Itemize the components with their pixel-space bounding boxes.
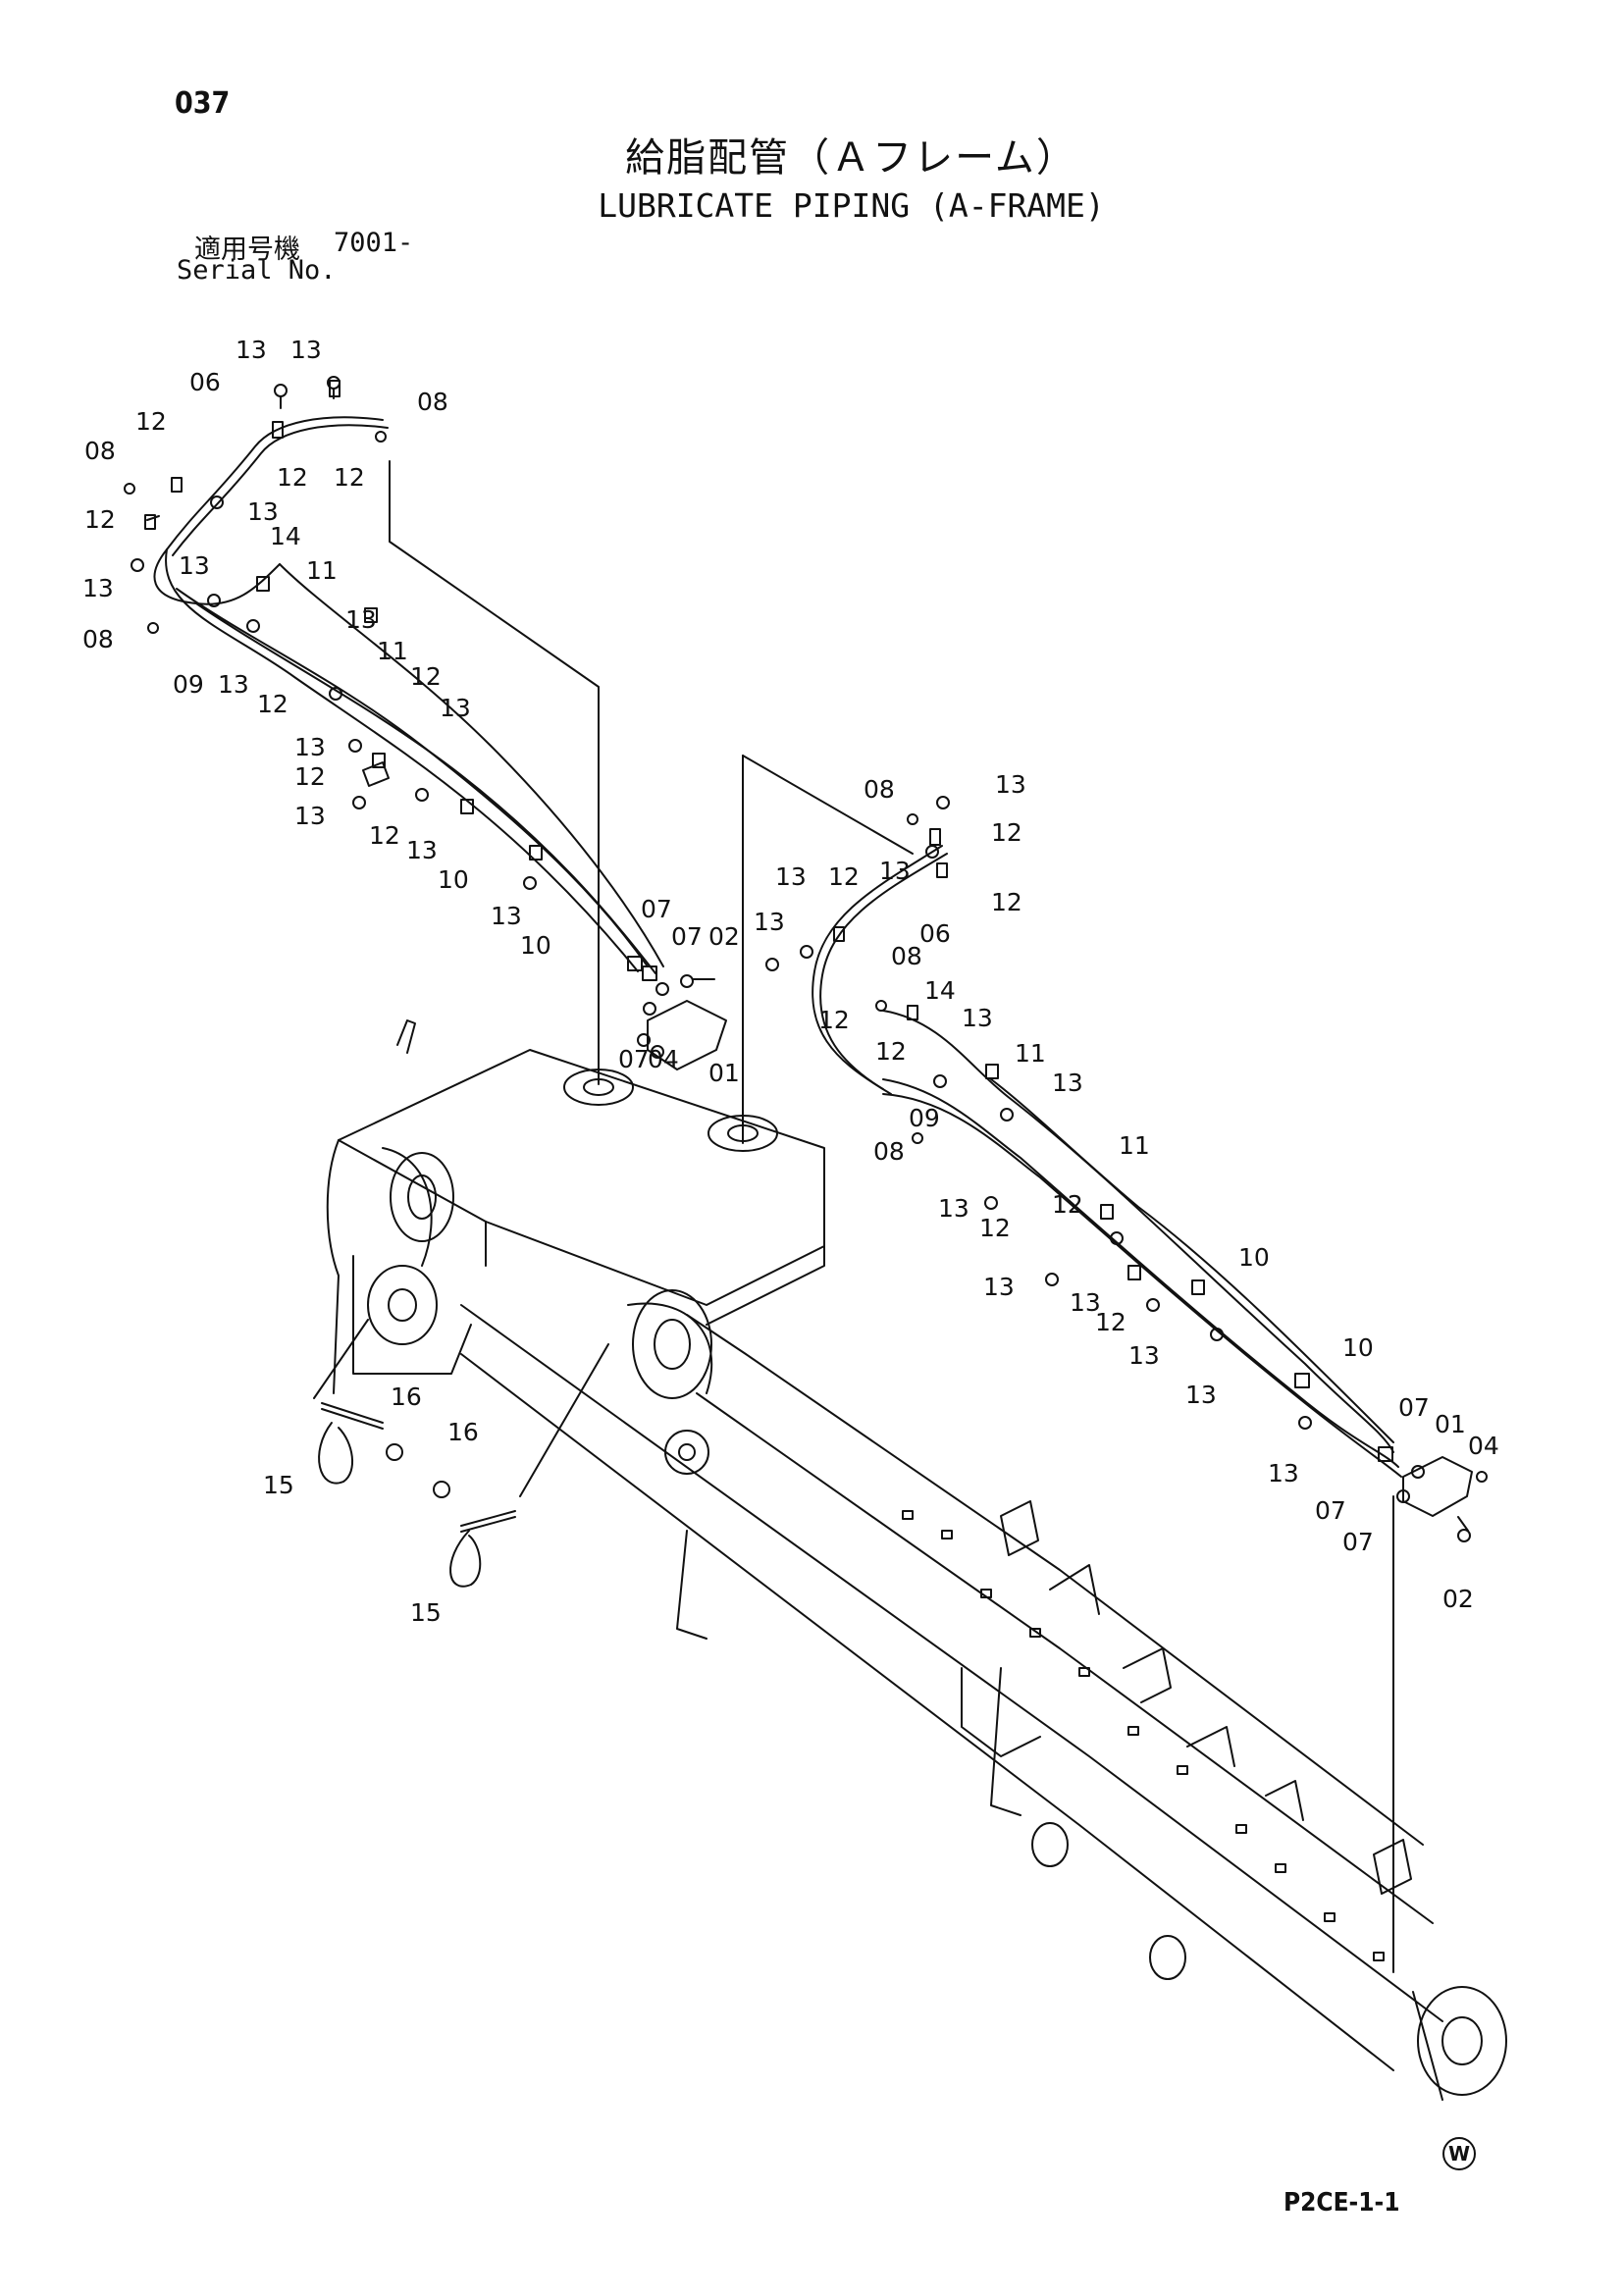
svg-text:02: 02 xyxy=(1442,1585,1474,1613)
svg-text:12: 12 xyxy=(991,888,1022,916)
svg-text:12: 12 xyxy=(875,1037,907,1066)
svg-text:01: 01 xyxy=(708,1059,740,1087)
svg-text:07: 07 xyxy=(641,895,672,923)
serial-label-english: Serial No. xyxy=(177,255,337,286)
svg-text:13: 13 xyxy=(1185,1381,1217,1409)
svg-text:13: 13 xyxy=(294,802,326,830)
serial-label-japanese: 適用号機 xyxy=(194,235,300,265)
svg-text:08: 08 xyxy=(82,625,114,653)
svg-text:14: 14 xyxy=(270,522,301,550)
svg-text:07: 07 xyxy=(1315,1496,1346,1525)
svg-text:13: 13 xyxy=(294,733,326,761)
pin-parts xyxy=(318,1402,516,1588)
svg-text:01: 01 xyxy=(1435,1410,1466,1438)
svg-text:12: 12 xyxy=(410,662,442,691)
svg-text:08: 08 xyxy=(864,775,895,804)
svg-text:12: 12 xyxy=(979,1214,1011,1242)
svg-text:13: 13 xyxy=(236,336,267,364)
svg-text:07: 07 xyxy=(618,1045,650,1073)
svg-text:13: 13 xyxy=(179,551,210,580)
svg-text:10: 10 xyxy=(520,931,551,960)
svg-text:10: 10 xyxy=(1238,1243,1270,1272)
svg-text:13: 13 xyxy=(247,497,279,526)
svg-text:12: 12 xyxy=(828,862,860,891)
svg-text:13: 13 xyxy=(962,1004,993,1032)
svg-text:10: 10 xyxy=(438,865,469,894)
svg-text:14: 14 xyxy=(924,976,956,1005)
svg-text:12: 12 xyxy=(369,821,400,850)
svg-text:13: 13 xyxy=(1070,1288,1101,1317)
svg-text:08: 08 xyxy=(891,942,922,970)
svg-text:11: 11 xyxy=(377,637,408,665)
svg-text:13: 13 xyxy=(82,574,114,602)
svg-text:13: 13 xyxy=(345,605,377,634)
svg-text:06: 06 xyxy=(189,368,221,396)
svg-text:15: 15 xyxy=(263,1471,294,1499)
svg-text:13: 13 xyxy=(1268,1459,1299,1487)
svg-text:13: 13 xyxy=(938,1194,969,1223)
svg-text:16: 16 xyxy=(447,1418,479,1446)
svg-text:10: 10 xyxy=(1342,1333,1374,1362)
svg-text:13: 13 xyxy=(983,1273,1015,1301)
svg-text:11: 11 xyxy=(306,556,338,585)
drawing-code: P2CE-1-1 xyxy=(1283,2188,1400,2218)
svg-text:09: 09 xyxy=(909,1104,940,1132)
svg-text:11: 11 xyxy=(1119,1131,1150,1160)
svg-text:16: 16 xyxy=(391,1383,422,1411)
page-number: 037 xyxy=(175,86,231,121)
a-frame-structure xyxy=(313,1019,1507,2101)
svg-text:13: 13 xyxy=(754,908,785,936)
svg-text:13: 13 xyxy=(491,902,522,930)
svg-text:12: 12 xyxy=(1095,1308,1126,1336)
svg-text:12: 12 xyxy=(991,818,1022,847)
svg-text:13: 13 xyxy=(995,770,1026,799)
svg-text:12: 12 xyxy=(84,505,116,534)
svg-text:12: 12 xyxy=(257,690,288,718)
svg-text:13: 13 xyxy=(1052,1069,1083,1097)
svg-text:13: 13 xyxy=(290,336,322,364)
svg-text:13: 13 xyxy=(406,836,438,864)
svg-text:08: 08 xyxy=(84,437,116,465)
svg-text:02: 02 xyxy=(708,922,740,951)
svg-text:13: 13 xyxy=(440,694,471,722)
svg-text:13: 13 xyxy=(879,857,911,885)
page-title-japanese: 給脂配管（Ａフレーム） xyxy=(625,135,1077,181)
svg-text:07: 07 xyxy=(1342,1528,1374,1556)
svg-text:12: 12 xyxy=(277,463,308,492)
svg-text:06: 06 xyxy=(919,919,951,948)
svg-text:04: 04 xyxy=(1468,1432,1499,1460)
right-piping-assembly xyxy=(765,796,1488,1542)
svg-text:11: 11 xyxy=(1015,1039,1046,1068)
page-title-english: LUBRICATE PIPING (A-FRAME) xyxy=(598,186,1105,225)
svg-text:04: 04 xyxy=(648,1045,679,1073)
svg-text:08: 08 xyxy=(873,1137,905,1166)
svg-text:07: 07 xyxy=(671,922,703,951)
svg-text:12: 12 xyxy=(818,1006,850,1034)
watermark-circle-mark: W xyxy=(1442,2137,1476,2170)
svg-text:15: 15 xyxy=(410,1598,442,1627)
svg-text:12: 12 xyxy=(294,762,326,791)
svg-text:07: 07 xyxy=(1398,1393,1430,1422)
svg-text:13: 13 xyxy=(218,670,249,699)
serial-value: 7001- xyxy=(334,228,414,258)
svg-text:12: 12 xyxy=(135,407,167,436)
svg-text:12: 12 xyxy=(1052,1190,1083,1219)
svg-text:13: 13 xyxy=(775,862,807,891)
svg-text:08: 08 xyxy=(417,388,448,416)
svg-text:13: 13 xyxy=(1128,1341,1160,1370)
left-piping-assembly xyxy=(124,376,727,1070)
svg-text:09: 09 xyxy=(173,670,204,699)
svg-text:12: 12 xyxy=(334,463,365,492)
